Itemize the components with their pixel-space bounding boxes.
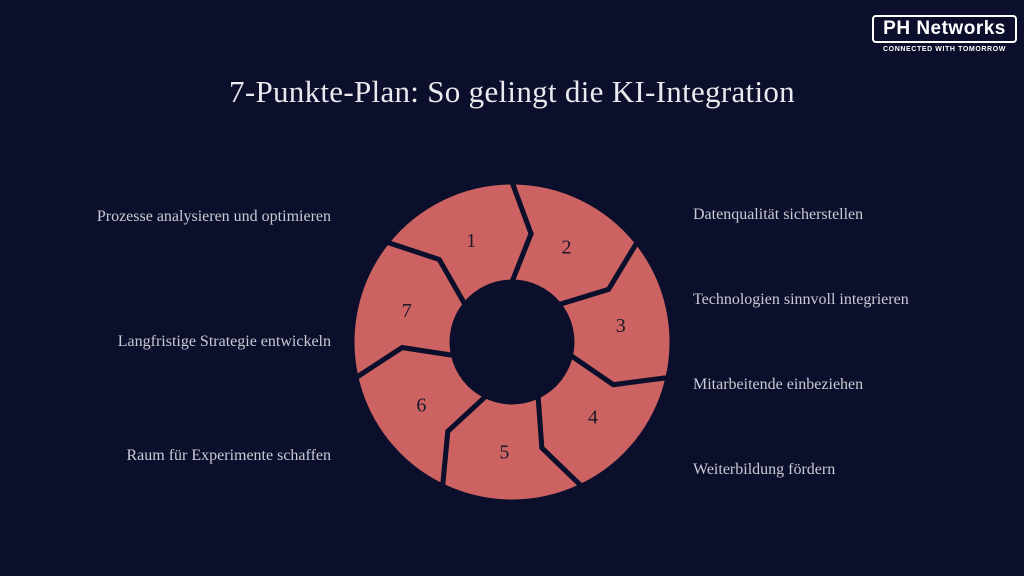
segment-number-2: 2 xyxy=(562,236,572,258)
step-label-7: Langfristige Strategie entwickeln xyxy=(117,333,331,350)
step-label-6: Raum für Experimente schaffen xyxy=(126,447,331,464)
step-label-4: Mitarbeitende einbeziehen xyxy=(693,376,864,393)
step-label-3: Technologien sinnvoll integrieren xyxy=(693,291,909,308)
page-title: 7-Punkte-Plan: So gelingt die KI-Integra… xyxy=(229,74,795,109)
segment-number-3: 3 xyxy=(616,315,626,337)
logo-name: PH Networks xyxy=(872,15,1017,43)
segment-number-1: 1 xyxy=(466,230,476,252)
step-label-5: Weiterbildung fördern xyxy=(693,461,836,478)
step-label-2: Datenqualität sicherstellen xyxy=(693,206,864,223)
segment-number-6: 6 xyxy=(416,394,426,416)
brand-logo: PH Networks CONNECTED WITH TOMORROW xyxy=(872,15,1017,53)
step-label-1: Prozesse analysieren und optimieren xyxy=(96,208,331,225)
logo-tagline: CONNECTED WITH TOMORROW xyxy=(883,46,1006,53)
cycle-segment-7 xyxy=(349,239,469,382)
segment-number-5: 5 xyxy=(499,442,509,464)
segment-number-7: 7 xyxy=(402,300,412,322)
segment-number-4: 4 xyxy=(588,406,598,428)
